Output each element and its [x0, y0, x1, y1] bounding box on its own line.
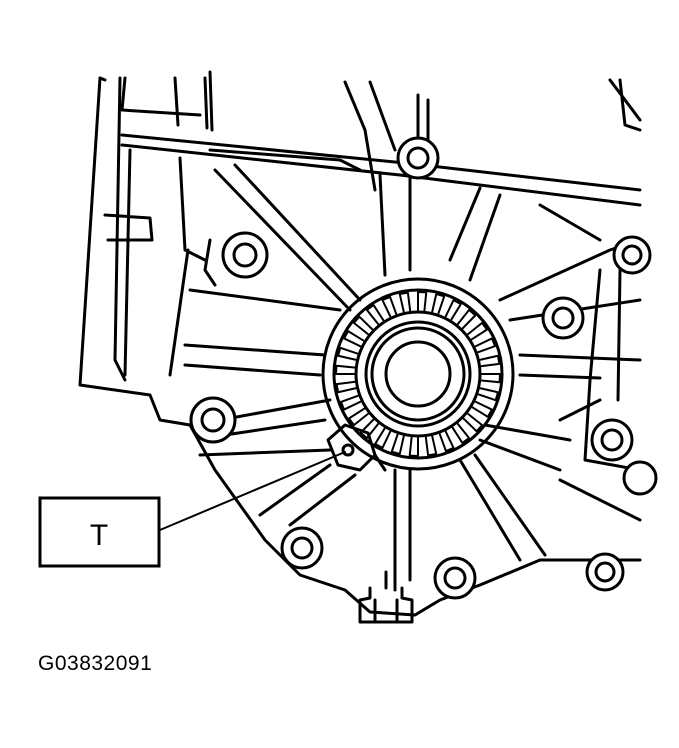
bolt-right-edge [612, 235, 652, 275]
ring-tooth [467, 321, 488, 341]
bolt-upper-left [221, 231, 269, 279]
ring-tooth [352, 315, 374, 336]
ring-tooth [474, 337, 497, 354]
bolt-top-center [396, 93, 440, 180]
callout-leader-line [159, 451, 346, 531]
ring-tooth [365, 304, 385, 325]
bolt-right-middle [590, 418, 634, 462]
bolt-right-lower [622, 460, 658, 496]
ring-tooth [398, 291, 412, 313]
ring-teeth [335, 291, 501, 457]
case-outline [78, 70, 642, 617]
ring-tooth [381, 295, 398, 318]
ring-tooth [431, 293, 446, 315]
ring-tooth [417, 291, 428, 312]
callout-label: T [90, 519, 108, 552]
oil-seal-icon [364, 320, 472, 428]
ring-tooth [451, 423, 471, 444]
ring-tooth [477, 387, 499, 402]
bolt-bottom-right [585, 552, 625, 592]
ring-tooth [462, 412, 484, 433]
ring-tooth [471, 400, 493, 418]
ring-tooth [343, 330, 365, 348]
ring-tooth [479, 354, 501, 368]
ring-tooth [359, 418, 380, 440]
sensor-icon [326, 423, 387, 472]
ring-tooth [424, 435, 438, 457]
bolt-bottom-center [433, 556, 477, 600]
ring-tooth [408, 436, 419, 457]
drain-plug-icon [358, 570, 414, 624]
ring-tooth [444, 299, 462, 321]
callout-box [38, 496, 161, 568]
ring-tooth [348, 407, 369, 427]
ring-tooth [339, 394, 362, 411]
ring-tooth [390, 433, 405, 455]
ring-tooth [438, 430, 455, 453]
figure-id: G03832091 [38, 652, 153, 675]
ring-tooth [337, 346, 359, 361]
ring-tooth [480, 373, 501, 384]
bolt-bottom-left [280, 526, 324, 570]
bolt-left-lower [189, 396, 237, 444]
ring-tooth [335, 364, 356, 375]
ring-tooth [335, 380, 357, 394]
ring-tooth [374, 427, 392, 449]
ring-tooth [456, 308, 477, 330]
sensor-target-ring-icon [321, 277, 515, 471]
bolt-right-upper [541, 296, 585, 340]
